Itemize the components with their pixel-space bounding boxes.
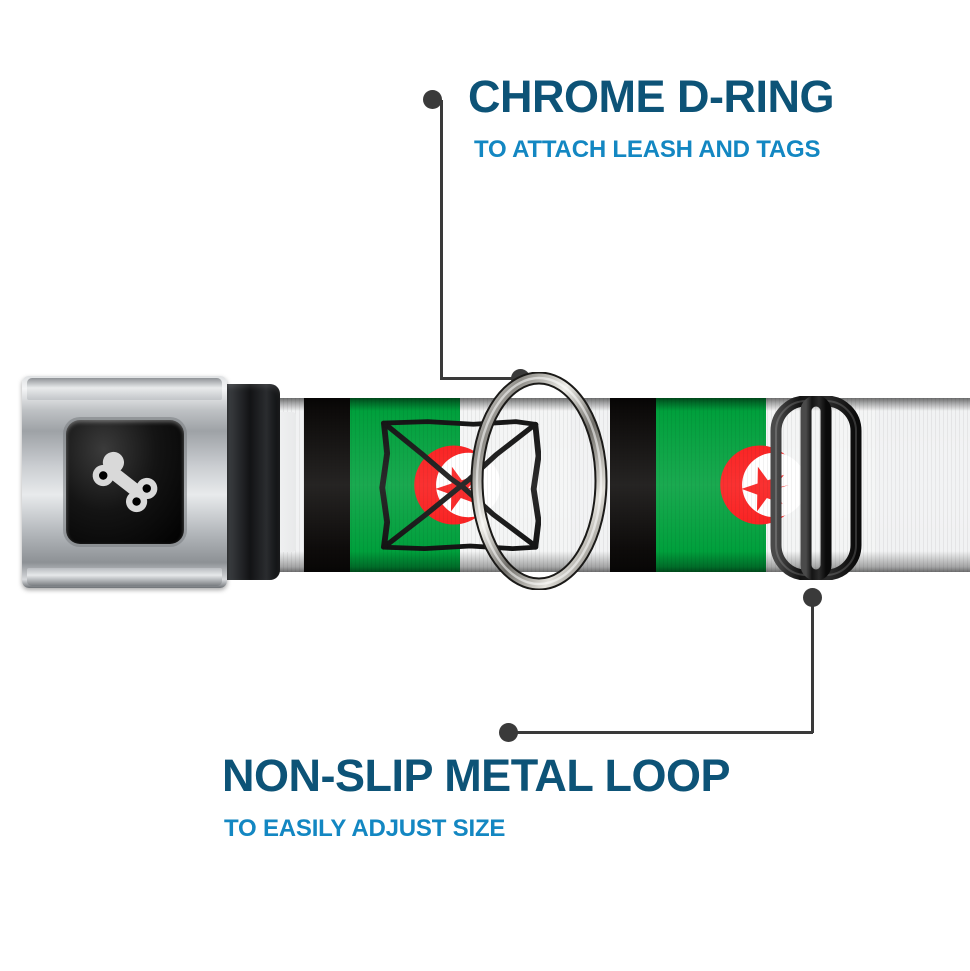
chrome-d-ring [466,372,612,590]
callout-dot-metal-loop-end [499,723,518,742]
collar-strap [268,398,970,572]
buckle-clamp [218,384,280,580]
callout-leader-vertical-metal-loop [811,596,814,733]
callout-subtitle-chrome-d-ring: TO ATTACH LEASH AND TAGS [474,136,821,163]
callout-subtitle-non-slip-metal-loop: TO EASILY ADJUST SIZE [224,815,506,842]
callout-title-non-slip-metal-loop: NON-SLIP METAL LOOP [222,750,731,801]
buckle-top-edge [27,378,222,400]
callout-dot-metal-loop-start [803,588,822,607]
strap-segment-black [610,398,656,572]
callout-leader-horizontal-metal-loop [508,731,813,734]
dog-bone-icon [79,436,171,528]
buckle-chrome-body [22,376,227,588]
callout-dot-d-ring-start [423,90,442,109]
non-slip-metal-loop [770,396,862,580]
strap-segment-black [304,398,350,572]
strap-pattern-segments [268,398,970,572]
buckle-black-face [66,420,184,544]
strap-segment-white [876,398,970,572]
buckle-bottom-edge [27,568,222,586]
callout-title-chrome-d-ring: CHROME D-RING [468,71,834,122]
seatbelt-buckle [22,376,296,588]
callout-leader-vertical-d-ring [440,100,443,380]
callout-leader-horizontal-d-ring [440,377,524,380]
